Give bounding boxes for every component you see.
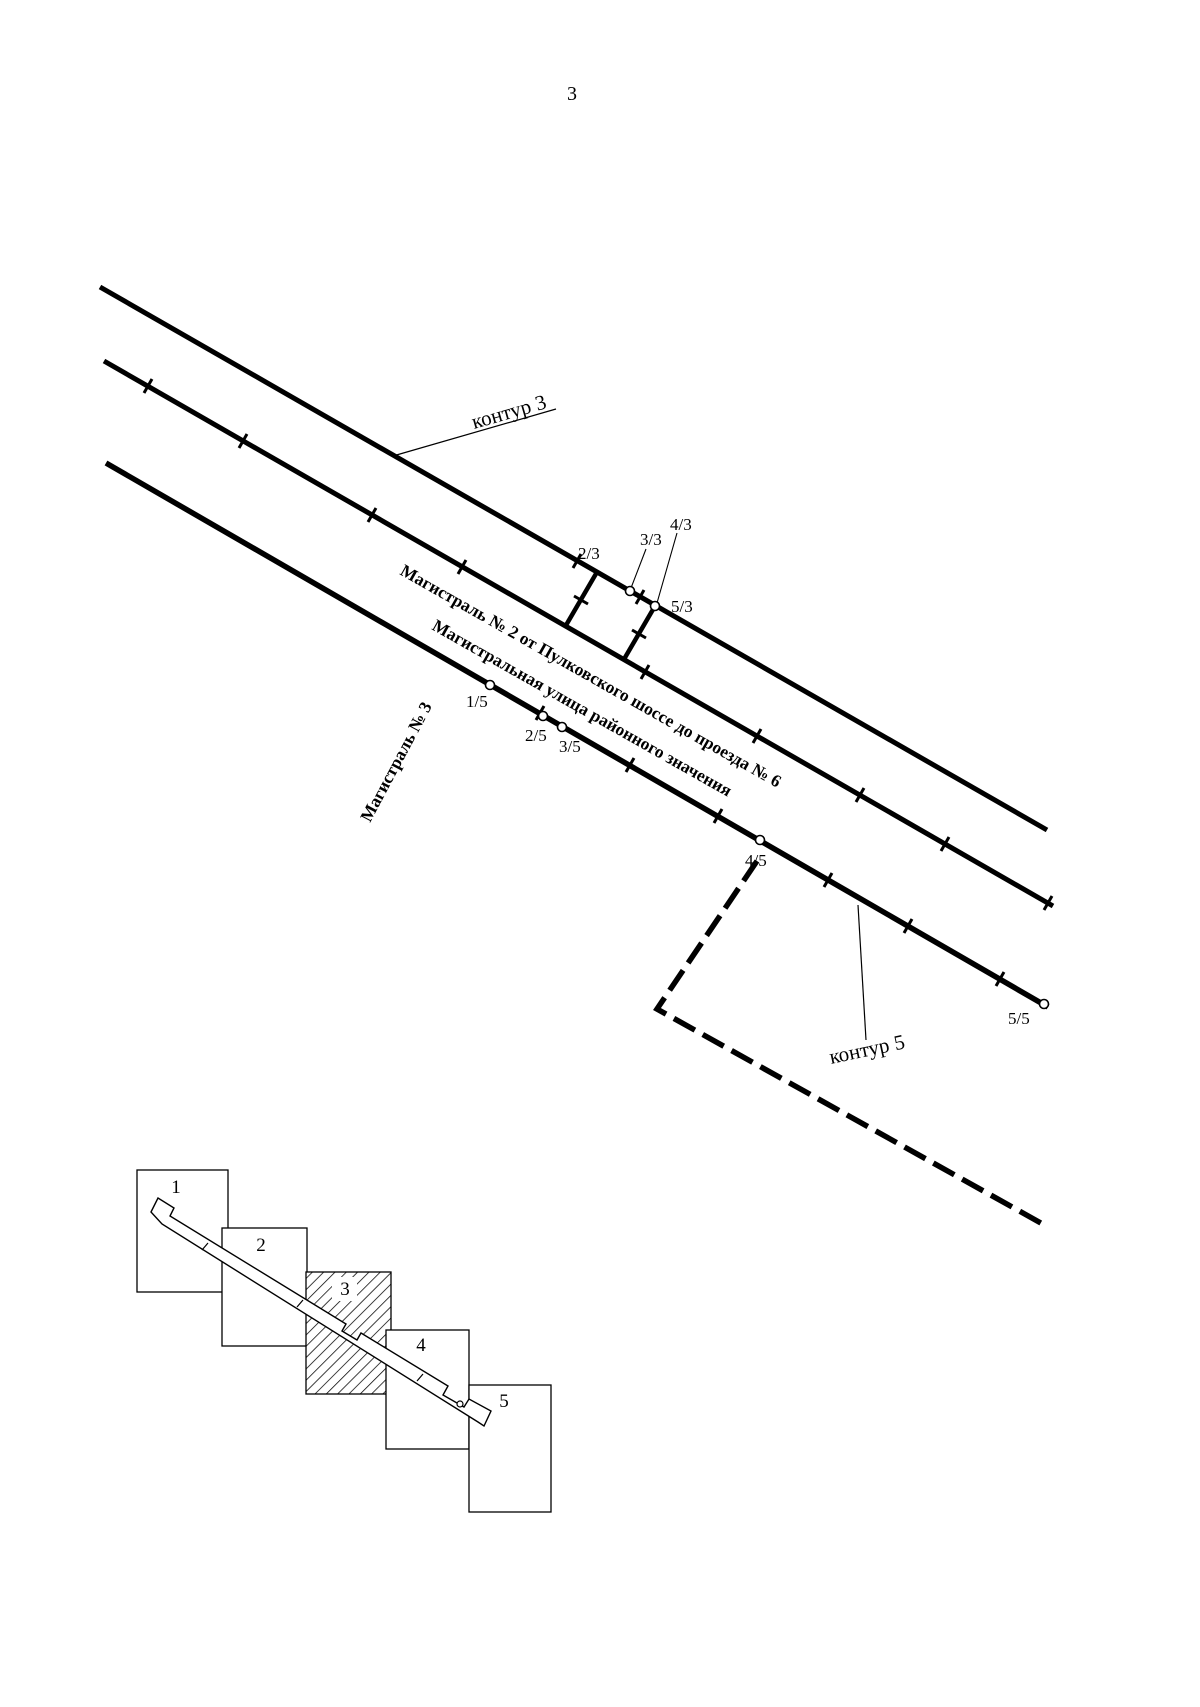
point-2-5-label: 2/5 — [525, 726, 547, 745]
sheet-5-rect — [468, 1384, 552, 1513]
sheet-3-label: 3 — [340, 1279, 350, 1300]
corridor-ticks — [201, 1242, 424, 1382]
contour3-label: контур 3 — [469, 390, 549, 434]
road3-name-label: Магистраль № 3 — [356, 698, 436, 825]
road2-name-label: Магистраль № 2 от Пулковского шоссе до п… — [397, 560, 785, 791]
sheet-5-label: 5 — [499, 1391, 509, 1412]
point-3-3-leader-line — [630, 548, 647, 589]
ticks-road-contour3 — [571, 553, 646, 605]
point-5-3-label: 5/3 — [671, 597, 693, 616]
point-3-5-marker — [556, 721, 568, 733]
contour3-leader-line — [392, 408, 557, 457]
corridor-end-marker — [456, 1400, 464, 1408]
point-1-5-marker — [484, 679, 496, 691]
point-4-5-label: 4/5 — [745, 851, 767, 870]
point-3-5-label: 3/5 — [559, 737, 581, 756]
contour5-dashed-boundary — [653, 859, 1050, 1230]
point-4-5-marker — [754, 834, 766, 846]
sheet-4-label: 4 — [416, 1335, 426, 1356]
point-5-5-label: 5/5 — [1008, 1009, 1030, 1028]
contour5-leader-line — [857, 904, 867, 1041]
point-4-3-leader-line — [656, 532, 678, 604]
point-3-3-label: 3/3 — [640, 530, 662, 549]
sheet-3-label-backing — [332, 1277, 357, 1301]
ticks-road-magistral2 — [142, 378, 1054, 911]
corridor-outline — [150, 1196, 492, 1428]
point-1-5-label: 1/5 — [466, 692, 488, 711]
point-5-5-marker — [1038, 998, 1050, 1010]
sheet-index-inset: 1 2 3 4 5 — [136, 1169, 552, 1513]
page-number: 3 — [567, 83, 577, 105]
contour5-label: контур 5 — [827, 1030, 907, 1069]
point-2-3-label: 2/3 — [578, 544, 600, 563]
junction-connector-ticks — [573, 594, 647, 640]
point-2-5-marker — [537, 710, 549, 722]
road-line-contour3 — [98, 284, 1049, 833]
point-4-3-marker — [649, 600, 661, 612]
point-4-3-label: 4/3 — [670, 515, 692, 534]
road-line-magistral2 — [102, 358, 1055, 909]
sheet-1-label: 1 — [171, 1177, 181, 1198]
road-line-magistral3 — [104, 460, 1050, 1010]
point-3-3-marker — [624, 585, 636, 597]
sheet-2-label: 2 — [256, 1235, 266, 1256]
